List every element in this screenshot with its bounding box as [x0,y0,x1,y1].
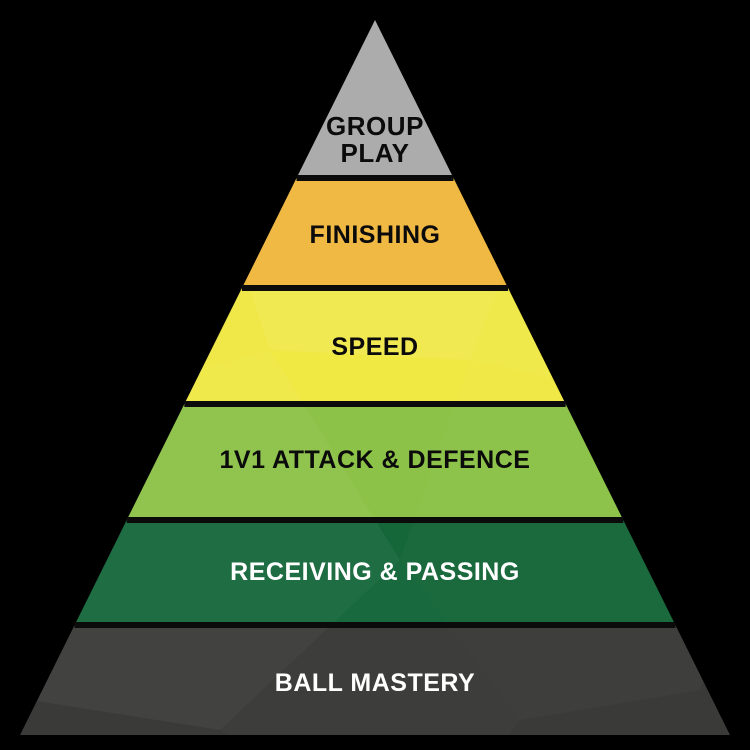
pyramid-tier-3[interactable] [184,288,566,404]
tier-dividers [74,175,676,628]
pyramid-tier-6[interactable] [20,625,730,735]
pyramid-tier-5[interactable] [74,520,676,625]
pyramid-tier-1[interactable] [296,20,454,178]
pyramid-tier-2[interactable] [241,178,509,288]
pyramid-tier-4[interactable] [126,404,624,520]
pyramid-tiers [20,20,730,735]
